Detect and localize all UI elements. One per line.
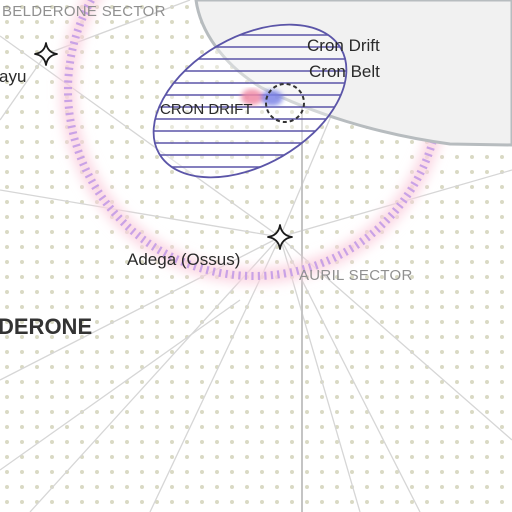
planet-label-adega[interactable]: Adega (Ossus) bbox=[127, 250, 241, 269]
region-area bbox=[194, 0, 512, 147]
star-marker-icon[interactable] bbox=[267, 224, 293, 250]
position-marker-icon[interactable] bbox=[265, 83, 305, 123]
cron-belt-marker bbox=[241, 89, 283, 106]
star-marker-icon[interactable] bbox=[34, 42, 58, 66]
sector-label-auril: AURIL SECTOR bbox=[299, 267, 413, 284]
feature-label-cron-belt[interactable]: Cron Belt bbox=[309, 62, 380, 81]
feature-label-cron-drift[interactable]: Cron Drift bbox=[307, 36, 380, 55]
nebula-label-cron-drift: CRON DRIFT bbox=[160, 101, 253, 118]
sector-label-belderone: BELDERONE SECTOR bbox=[2, 3, 166, 20]
planet-label-ayu[interactable]: ayu bbox=[0, 67, 27, 86]
region-label-belderone: DERONE bbox=[0, 314, 93, 339]
